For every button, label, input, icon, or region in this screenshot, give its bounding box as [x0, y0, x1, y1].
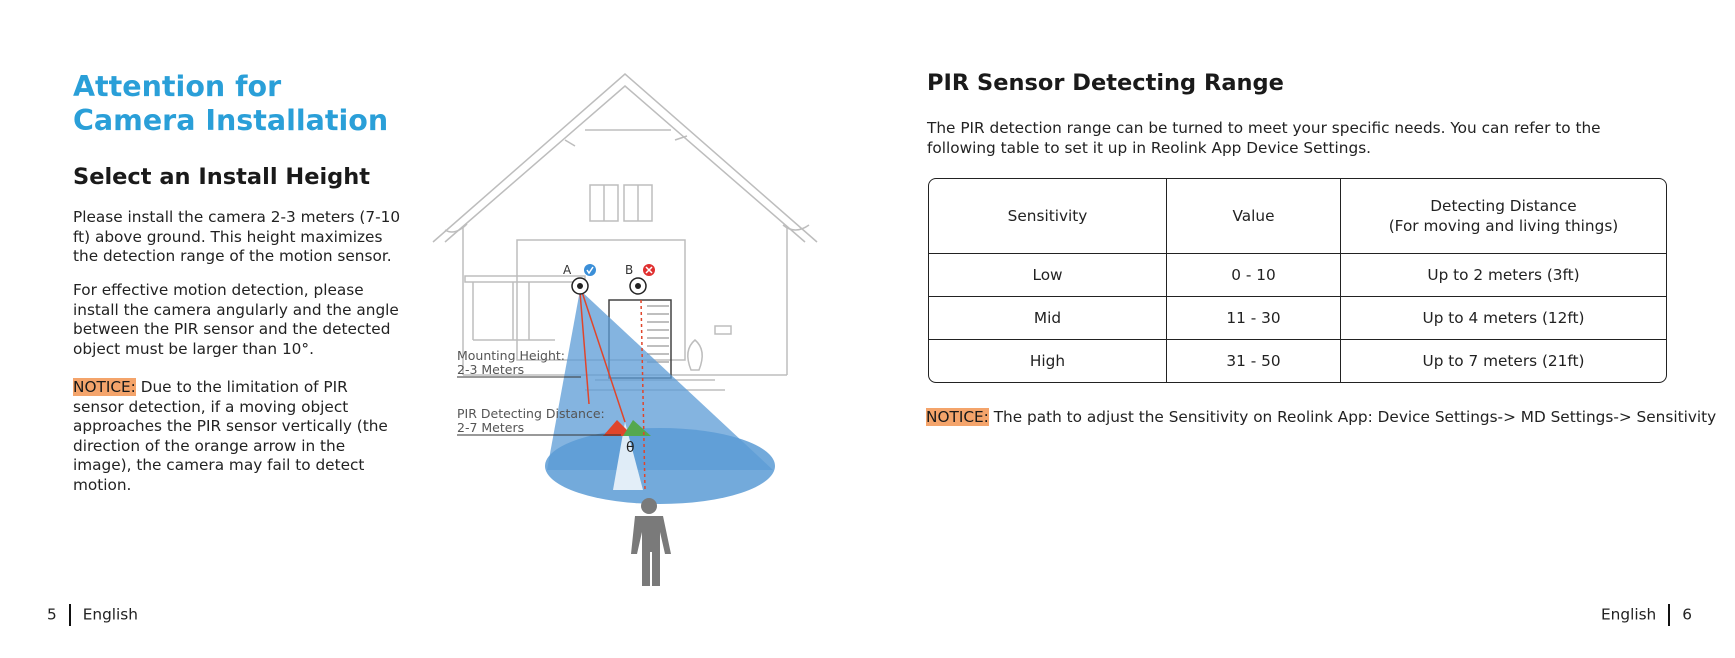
footer-left: 5 English	[47, 604, 138, 626]
table-row: Mid 11 - 30 Up to 4 meters (12ft)	[929, 297, 1666, 340]
camera-a-label: A	[563, 263, 572, 277]
svg-text:2-3 Meters: 2-3 Meters	[457, 362, 524, 377]
svg-text:Mounting Height:: Mounting Height:	[457, 348, 565, 363]
header-value: Value	[1167, 179, 1341, 254]
table-row: Low 0 - 10 Up to 2 meters (3ft)	[929, 254, 1666, 297]
cell-value: 11 - 30	[1167, 297, 1341, 340]
motion-detection-paragraph: For effective motion detection, please i…	[73, 281, 399, 358]
detection-cone	[545, 290, 775, 504]
mounting-height-callout: Mounting Height: 2-3 Meters	[457, 348, 581, 378]
angle-wedge	[613, 422, 643, 490]
cell-sensitivity: Low	[929, 254, 1167, 297]
page-title: Attention for Camera Installation	[73, 70, 389, 137]
svg-text:2-7 Meters: 2-7 Meters	[457, 420, 524, 435]
notice-text: The path to adjust the Sensitivity on Re…	[988, 408, 1717, 426]
installation-illustration: θ A B Mounting Height: 2-3 Meters PIR De…	[432, 73, 818, 586]
cell-value: 31 - 50	[1167, 340, 1341, 382]
cell-sensitivity: Mid	[929, 297, 1167, 340]
pir-range-table: Sensitivity Value Detecting Distance(For…	[928, 178, 1667, 383]
header-distance: Detecting Distance(For moving and living…	[1341, 179, 1666, 254]
notice-paragraph: NOTICE: Due to the limitation of PIR sen…	[73, 378, 403, 495]
notice-paragraph-right: NOTICE: The path to adjust the Sensitivi…	[926, 408, 1716, 426]
footer-language: English	[82, 605, 138, 624]
footer-language: English	[1601, 605, 1657, 624]
header-sensitivity: Sensitivity	[929, 179, 1167, 254]
pir-distance-callout: PIR Detecting Distance: 2-7 Meters	[457, 406, 621, 436]
cell-distance: Up to 2 meters (3ft)	[1341, 254, 1666, 297]
cell-distance: Up to 4 meters (12ft)	[1341, 297, 1666, 340]
camera-b-label: B	[625, 263, 633, 277]
table-row: High 31 - 50 Up to 7 meters (21ft)	[929, 340, 1666, 382]
install-height-paragraph: Please install the camera 2-3 meters (7-…	[73, 208, 401, 265]
footer-divider	[1668, 604, 1671, 626]
pir-arrows	[579, 291, 646, 491]
person-icon	[631, 498, 671, 586]
cell-value: 0 - 10	[1167, 254, 1341, 297]
angle-symbol: θ	[626, 440, 635, 456]
table-header-row: Sensitivity Value Detecting Distance(For…	[929, 179, 1666, 254]
cell-distance: Up to 7 meters (21ft)	[1422, 352, 1585, 370]
svg-text:PIR Detecting Distance:: PIR Detecting Distance:	[457, 406, 605, 421]
section-heading-pir: PIR Sensor Detecting Range	[927, 70, 1284, 96]
notice-label: NOTICE:	[926, 408, 989, 426]
notice-label: NOTICE:	[73, 378, 136, 396]
footer-right: English 6	[1601, 604, 1692, 626]
pir-intro-paragraph: The PIR detection range can be turned to…	[927, 119, 1601, 157]
section-heading: Select an Install Height	[73, 164, 371, 190]
footer-divider	[68, 604, 71, 626]
page-number: 6	[1682, 605, 1692, 624]
cell-sensitivity: High	[929, 340, 1167, 382]
check-icon	[584, 264, 596, 276]
notice-text: Due to the limitation of PIR sensor dete…	[73, 378, 388, 494]
page-number: 5	[47, 605, 57, 624]
